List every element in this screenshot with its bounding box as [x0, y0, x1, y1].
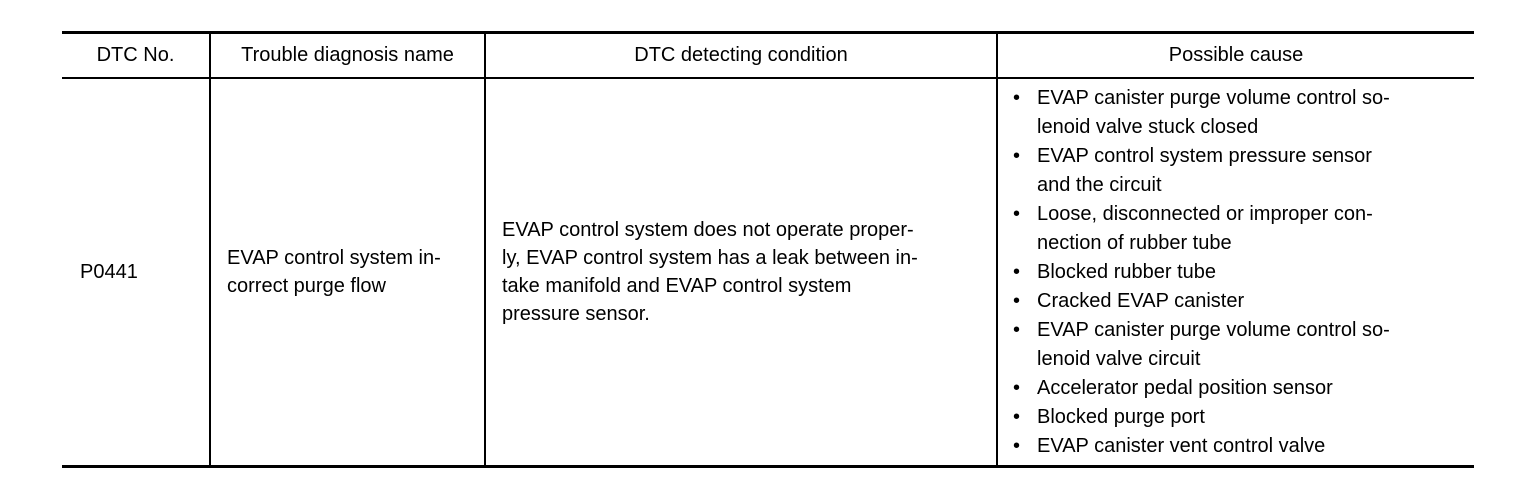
column-divider: [484, 34, 486, 465]
cause-line: lenoid valve stuck closed: [1037, 116, 1259, 138]
possible-cause-item: • EVAP canister purge volume control so-l…: [999, 84, 1469, 142]
possible-cause-item: • EVAP canister vent control valve: [999, 432, 1469, 461]
header-dtc-detecting-condition: DTC detecting condition: [634, 44, 848, 66]
possible-cause-item: • EVAP canister purge volume control so-l…: [999, 316, 1469, 374]
name-line: correct purge flow: [227, 275, 386, 297]
column-divider: [209, 34, 211, 465]
cause-line: Loose, disconnected or improper con-: [1037, 203, 1373, 225]
bullet-icon: •: [1013, 406, 1021, 428]
bullet-icon: •: [1013, 261, 1021, 283]
cause-line: EVAP canister purge volume control so-: [1037, 87, 1390, 109]
bullet-icon: •: [1013, 319, 1021, 341]
possible-cause-item: • Cracked EVAP canister: [999, 287, 1469, 316]
bullet-icon: •: [1013, 87, 1021, 109]
possible-cause-item: • Blocked purge port: [999, 403, 1469, 432]
cause-line: and the circuit: [1037, 174, 1162, 196]
name-line: EVAP control system in-: [227, 247, 441, 269]
header-dtc-no: DTC No.: [96, 44, 175, 66]
cause-line: EVAP canister purge volume control so-: [1037, 319, 1390, 341]
cause-line: Cracked EVAP canister: [1037, 290, 1245, 312]
cause-line: lenoid valve circuit: [1037, 348, 1201, 370]
bullet-icon: •: [1013, 290, 1021, 312]
dtc-number: P0441: [80, 261, 138, 283]
cause-line: EVAP canister vent control valve: [1037, 435, 1326, 457]
possible-cause-item: • Loose, disconnected or improper con-nec…: [999, 200, 1469, 258]
trouble-diagnosis-name: EVAP control system in- correct purge fl…: [211, 79, 484, 465]
possible-cause-item: • Blocked rubber tube: [999, 258, 1469, 287]
header-divider: [62, 77, 1474, 79]
dtc-detecting-condition: EVAP control system does not operate pro…: [486, 79, 996, 465]
column-divider: [996, 34, 998, 465]
cause-line: nection of rubber tube: [1037, 232, 1232, 254]
header-possible-cause: Possible cause: [1168, 44, 1304, 66]
bullet-icon: •: [1013, 377, 1021, 399]
possible-cause-item: • EVAP control system pressure sensor and …: [999, 142, 1469, 200]
dtc-table: DTC No. Trouble diagnosis name DTC detec…: [62, 31, 1474, 468]
bullet-icon: •: [1013, 203, 1021, 225]
condition-line: take manifold and EVAP control system: [502, 275, 852, 297]
possible-cause-item: • Accelerator pedal position sensor: [999, 374, 1469, 403]
cause-line: Accelerator pedal position sensor: [1037, 377, 1333, 399]
cause-line: Blocked purge port: [1037, 406, 1205, 428]
condition-line: pressure sensor.: [502, 303, 650, 325]
header-trouble-diagnosis-name: Trouble diagnosis name: [241, 44, 454, 66]
bullet-icon: •: [1013, 145, 1021, 167]
cause-line: EVAP control system pressure sensor: [1037, 145, 1372, 167]
condition-line: ly, EVAP control system has a leak betwe…: [502, 247, 918, 269]
condition-line: EVAP control system does not operate pro…: [502, 219, 914, 241]
cause-line: Blocked rubber tube: [1037, 261, 1217, 283]
possible-cause-list: • EVAP canister purge volume control so-l…: [999, 84, 1469, 461]
bullet-icon: •: [1013, 435, 1021, 457]
